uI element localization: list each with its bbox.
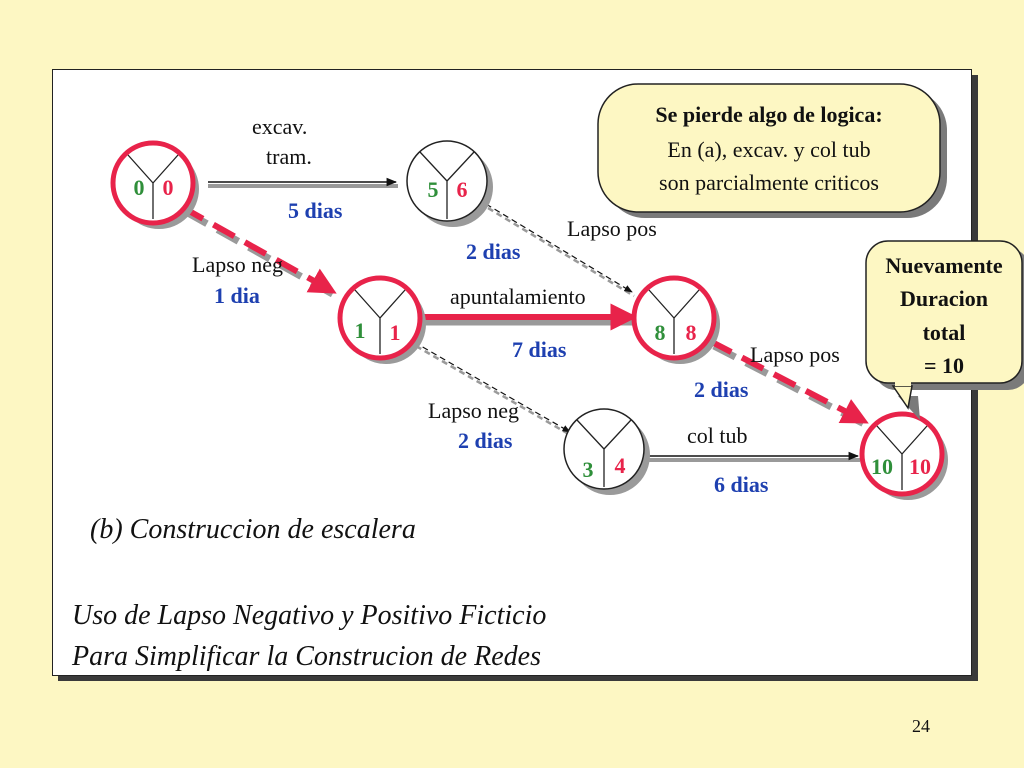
duration-apuntalamiento: 7 dias <box>512 337 567 362</box>
label-lapso-neg-1: Lapso neg <box>192 252 283 277</box>
duration-lapso-pos-right: 2 dias <box>694 377 749 402</box>
node-8-early: 8 <box>655 320 666 345</box>
arrow-lapso-pos-right <box>708 338 870 430</box>
arrow-apuntalamiento <box>422 303 638 331</box>
node-3-early: 3 <box>583 457 594 482</box>
duration-lapso-neg-1: 1 dia <box>214 283 260 308</box>
node-0-late: 0 <box>163 175 174 200</box>
duration-lapso-pos-top: 2 dias <box>466 239 521 264</box>
caption-b: (b) Construccion de escalera <box>90 514 416 545</box>
label-lapso-neg-2: Lapso neg <box>428 398 519 423</box>
callout-logic: Se pierde algo de logica: En (a), excav.… <box>597 83 947 218</box>
page-number: 24 <box>912 716 930 736</box>
arrow-col-tub <box>648 451 860 462</box>
label-lapso-pos-top: Lapso pos <box>567 216 657 241</box>
node-5-early: 5 <box>428 177 439 202</box>
arrow-lapso-neg-1 <box>180 204 338 300</box>
arrow-excav-tram <box>208 177 398 188</box>
label-tram: tram. <box>266 144 312 169</box>
node-10: 10 10 <box>859 411 948 500</box>
node-1-late: 1 <box>390 320 401 345</box>
callout-logic-line2: En (a), excav. y col tub <box>667 137 870 162</box>
node-0-early: 0 <box>134 175 145 200</box>
label-apuntalamiento: apuntalamiento <box>450 284 586 309</box>
callout-duration-line1: Nuevamente <box>885 253 1003 278</box>
duration-lapso-neg-2: 2 dias <box>458 428 513 453</box>
node-10-late: 10 <box>909 454 931 479</box>
node-5: 5 6 <box>406 140 493 227</box>
label-excav: excav. <box>252 114 307 139</box>
callout-duration: Nuevamente Duracion total = 10 <box>865 240 1024 420</box>
node-8-late: 8 <box>686 320 697 345</box>
duration-excav-tram: 5 dias <box>288 198 343 223</box>
callout-duration-line3: total <box>923 320 966 345</box>
node-0: 0 0 <box>110 140 199 229</box>
arrow-lapso-pos-top <box>485 203 635 298</box>
node-1: 1 1 <box>337 275 426 364</box>
callout-duration-line2: Duracion <box>900 286 988 311</box>
footer-title-line2: Para Simplificar la Construcion de Redes <box>71 641 541 672</box>
node-5-late: 6 <box>457 177 468 202</box>
node-3: 3 4 <box>563 408 650 495</box>
callout-logic-line3: son parcialmente criticos <box>659 170 879 195</box>
duration-col-tub: 6 dias <box>714 472 769 497</box>
label-col-tub: col tub <box>687 423 748 448</box>
footer-title-line1: Uso de Lapso Negativo y Positivo Fictici… <box>72 600 546 631</box>
callout-duration-line4: = 10 <box>924 353 964 378</box>
callout-logic-line1: Se pierde algo de logica: <box>655 102 882 127</box>
arrow-lapso-neg-2 <box>413 341 573 438</box>
node-10-early: 10 <box>871 454 893 479</box>
node-3-late: 4 <box>615 453 626 478</box>
label-lapso-pos-right: Lapso pos <box>750 342 840 367</box>
node-8: 8 8 <box>631 275 720 364</box>
node-1-early: 1 <box>355 318 366 343</box>
